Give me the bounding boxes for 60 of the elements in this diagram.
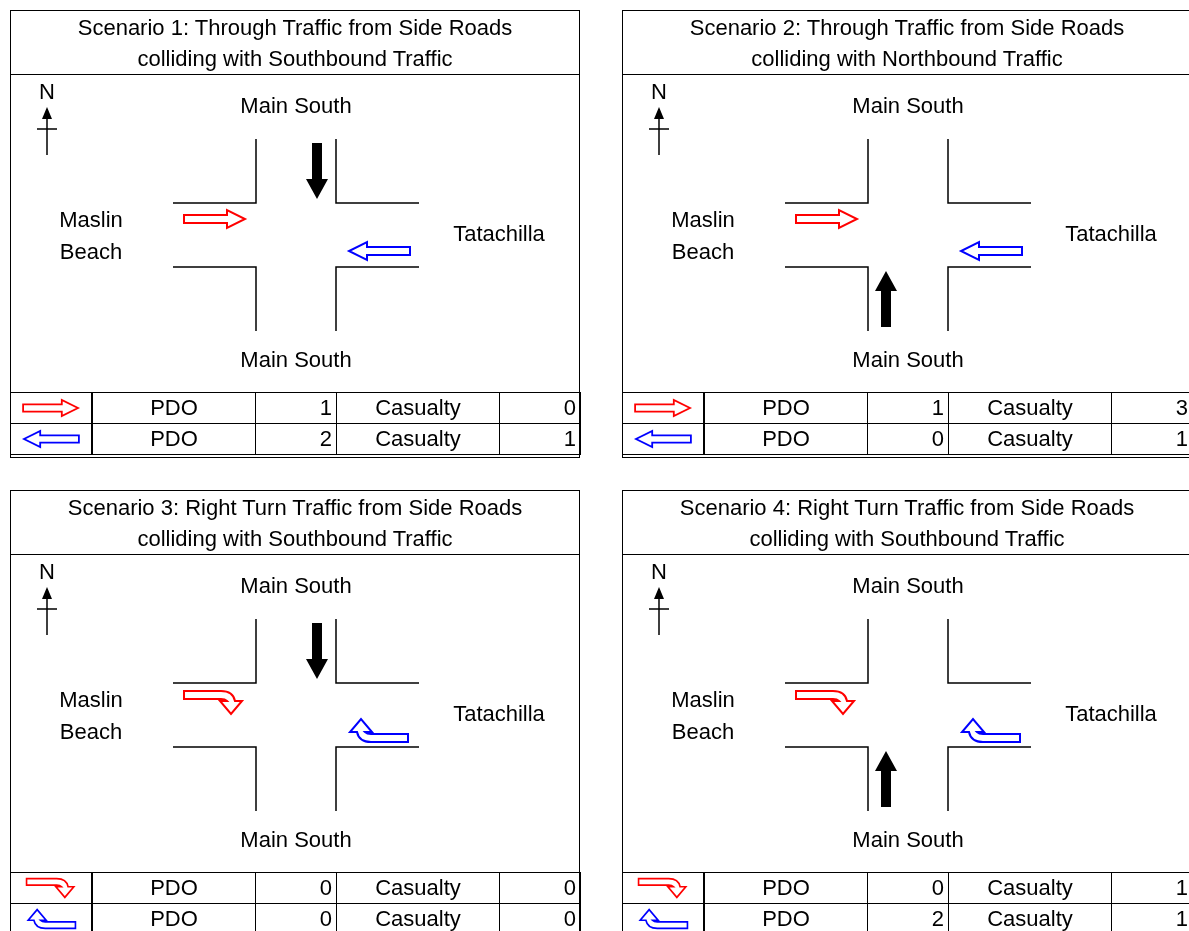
- pdo-label: PDO: [150, 426, 198, 452]
- count-value: 3: [1175, 395, 1188, 421]
- north-label: N: [651, 558, 667, 586]
- road-name-label: Main South: [852, 92, 964, 120]
- count-value: 0: [931, 426, 944, 452]
- road-name-label: Main South: [240, 92, 352, 120]
- road-name-label: Main South: [240, 346, 352, 374]
- panel-heading: Scenario 3: Right Turn Traffic from Side Roads colliding with Southbound Traffic: [66, 493, 524, 553]
- pdo-label: PDO: [762, 875, 810, 901]
- north-label: N: [39, 78, 55, 106]
- road-name-label: Tatachilla: [1065, 700, 1157, 728]
- pdo-label: PDO: [150, 875, 198, 901]
- count-value: 1: [1175, 906, 1188, 931]
- road-name-label: Main South: [852, 826, 964, 854]
- casualty-label: Casualty: [375, 906, 461, 931]
- road-name-label: Maslin Beach: [670, 686, 736, 746]
- pdo-label: PDO: [762, 395, 810, 421]
- casualty-label: Casualty: [375, 875, 461, 901]
- casualty-label: Casualty: [987, 875, 1073, 901]
- casualty-label: Casualty: [987, 395, 1073, 421]
- pdo-label: PDO: [150, 395, 198, 421]
- panel-heading: Scenario 1: Through Traffic from Side Roads colliding with Southbound Traffic: [76, 13, 514, 73]
- count-value: 1: [319, 395, 332, 421]
- count-value: 0: [931, 875, 944, 901]
- count-value: 1: [1175, 875, 1188, 901]
- pdo-label: PDO: [762, 906, 810, 931]
- count-value: 0: [563, 875, 576, 901]
- road-name-label: Tatachilla: [1065, 220, 1157, 248]
- road-name-label: Maslin Beach: [58, 206, 124, 266]
- road-name-label: Main South: [240, 826, 352, 854]
- casualty-label: Casualty: [987, 426, 1073, 452]
- count-value: 0: [563, 395, 576, 421]
- scenario-panel: [10, 10, 580, 458]
- road-name-label: Main South: [240, 572, 352, 600]
- count-value: 2: [931, 906, 944, 931]
- road-name-label: Main South: [852, 572, 964, 600]
- count-value: 1: [931, 395, 944, 421]
- scenario-panel: [10, 490, 580, 931]
- scenario-panel: [622, 10, 1189, 458]
- count-value: 1: [563, 426, 576, 452]
- panel-heading: Scenario 2: Through Traffic from Side Roads colliding with Northbound Traffic: [688, 13, 1126, 73]
- road-name-label: Maslin Beach: [670, 206, 736, 266]
- north-label: N: [39, 558, 55, 586]
- casualty-label: Casualty: [375, 395, 461, 421]
- count-value: 0: [319, 875, 332, 901]
- casualty-label: Casualty: [987, 906, 1073, 931]
- count-value: 0: [563, 906, 576, 931]
- count-value: 2: [319, 426, 332, 452]
- pdo-label: PDO: [762, 426, 810, 452]
- scenario-panel: [622, 490, 1189, 931]
- panel-heading: Scenario 4: Right Turn Traffic from Side Roads colliding with Southbound Traffic: [678, 493, 1136, 553]
- road-name-label: Tatachilla: [453, 700, 545, 728]
- road-name-label: Main South: [852, 346, 964, 374]
- count-value: 0: [319, 906, 332, 931]
- road-name-label: Tatachilla: [453, 220, 545, 248]
- count-value: 1: [1175, 426, 1188, 452]
- north-label: N: [651, 78, 667, 106]
- pdo-label: PDO: [150, 906, 198, 931]
- casualty-label: Casualty: [375, 426, 461, 452]
- road-name-label: Maslin Beach: [58, 686, 124, 746]
